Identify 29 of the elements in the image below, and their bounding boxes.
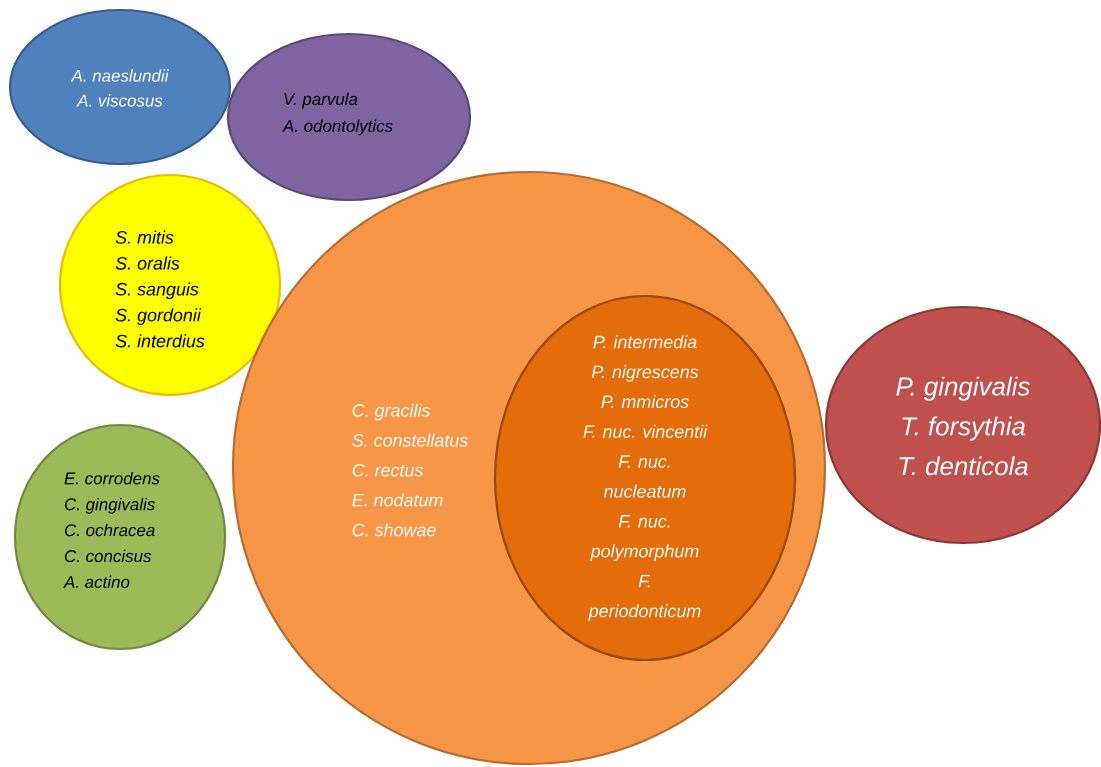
node-label: P. nigrescens bbox=[591, 365, 699, 382]
species-list: A. naeslundii A. viscosus bbox=[70, 69, 169, 107]
node-label: C. ochracea bbox=[64, 523, 155, 537]
node-label: P. intermedia bbox=[593, 335, 697, 349]
node-label: F. nuc. nucleatum bbox=[603, 455, 686, 498]
node-label: C. gingivalis bbox=[64, 497, 155, 514]
node-label: S. constellatus bbox=[352, 433, 468, 447]
node-label: C. concisus bbox=[64, 549, 152, 563]
node-label: A. actino bbox=[63, 575, 130, 589]
node-label: F. periodonticum bbox=[588, 574, 701, 621]
node-label: S. mitis bbox=[115, 230, 174, 244]
species-list: C. gracilis S. constellatus C. rectus E. nodatum C. showae bbox=[352, 403, 468, 537]
node-label: E. corrodens bbox=[64, 471, 160, 485]
node-label: S. oralis bbox=[115, 256, 180, 270]
node-label: C. showae bbox=[352, 523, 436, 537]
species-list: E. corrodens C. gingivalis C. ochracea C. concisus A. actino bbox=[63, 472, 160, 589]
node-label: E. nodatum bbox=[352, 493, 443, 507]
species-list: S. mitis S. oralis S. sanguis S. gordonii S. interdius bbox=[115, 230, 205, 348]
node-label: S. gordonii bbox=[115, 308, 202, 326]
node-label: F. nuc. vincentii bbox=[583, 424, 708, 438]
species-list: P. gingivalis T. forsythia T. denticola bbox=[896, 376, 1030, 476]
node-label: C. rectus bbox=[352, 463, 424, 477]
node-label: C. gracilis bbox=[352, 403, 431, 421]
node-label: F. nuc. polymorphum bbox=[590, 515, 699, 562]
species-list: P. intermedia P. nigrescens P. mmicros F. nuc. vincentii F. nuc. nucleatum F. nuc. polymorphum F. periodonticum bbox=[583, 335, 708, 621]
node-label: S. sanguis bbox=[115, 282, 199, 300]
node-label: S. interdius bbox=[115, 334, 205, 348]
node-label: P. mmicros bbox=[601, 394, 689, 409]
species-list: V. parvula A. odontolytics bbox=[282, 92, 393, 136]
